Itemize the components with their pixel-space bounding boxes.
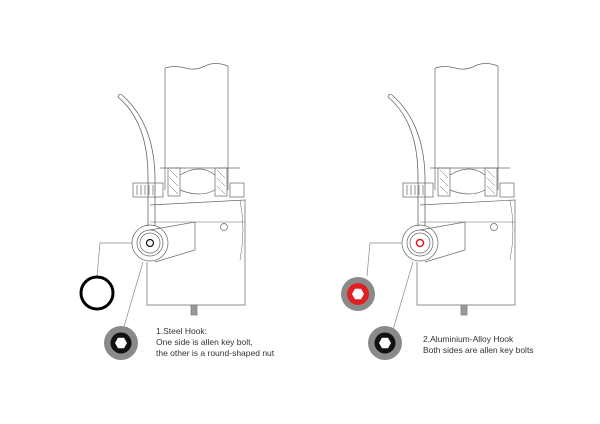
alloy-hook-title: 2.Aluminium-Alloy Hook	[423, 334, 514, 344]
alloy-hook-line1: Both sides are allen key bolts	[423, 345, 534, 355]
steel-hook-line1: One side is allen key bolt,	[156, 337, 253, 347]
alloy-hook-drawing	[366, 63, 516, 331]
round-nut-icon	[79, 275, 115, 311]
steel-pivot-bolt	[145, 238, 155, 248]
steel-hook-drawing	[79, 63, 246, 360]
alloy-pivot-bolt	[415, 238, 425, 248]
red-allen-bolt-icon	[341, 277, 375, 311]
allen-bolt-icon	[104, 326, 138, 360]
steel-hook-title: 1.Steel Hook:	[156, 326, 208, 336]
allen-bolt-icon-2	[368, 326, 402, 360]
alloy-hook-caption: 2.Aluminium-Alloy Hook Both sides are al…	[423, 334, 534, 356]
steel-hook-caption: 1.Steel Hook: One side is allen key bolt…	[156, 326, 274, 359]
steel-hook-line2: the other is a round-shaped nut	[156, 348, 275, 358]
